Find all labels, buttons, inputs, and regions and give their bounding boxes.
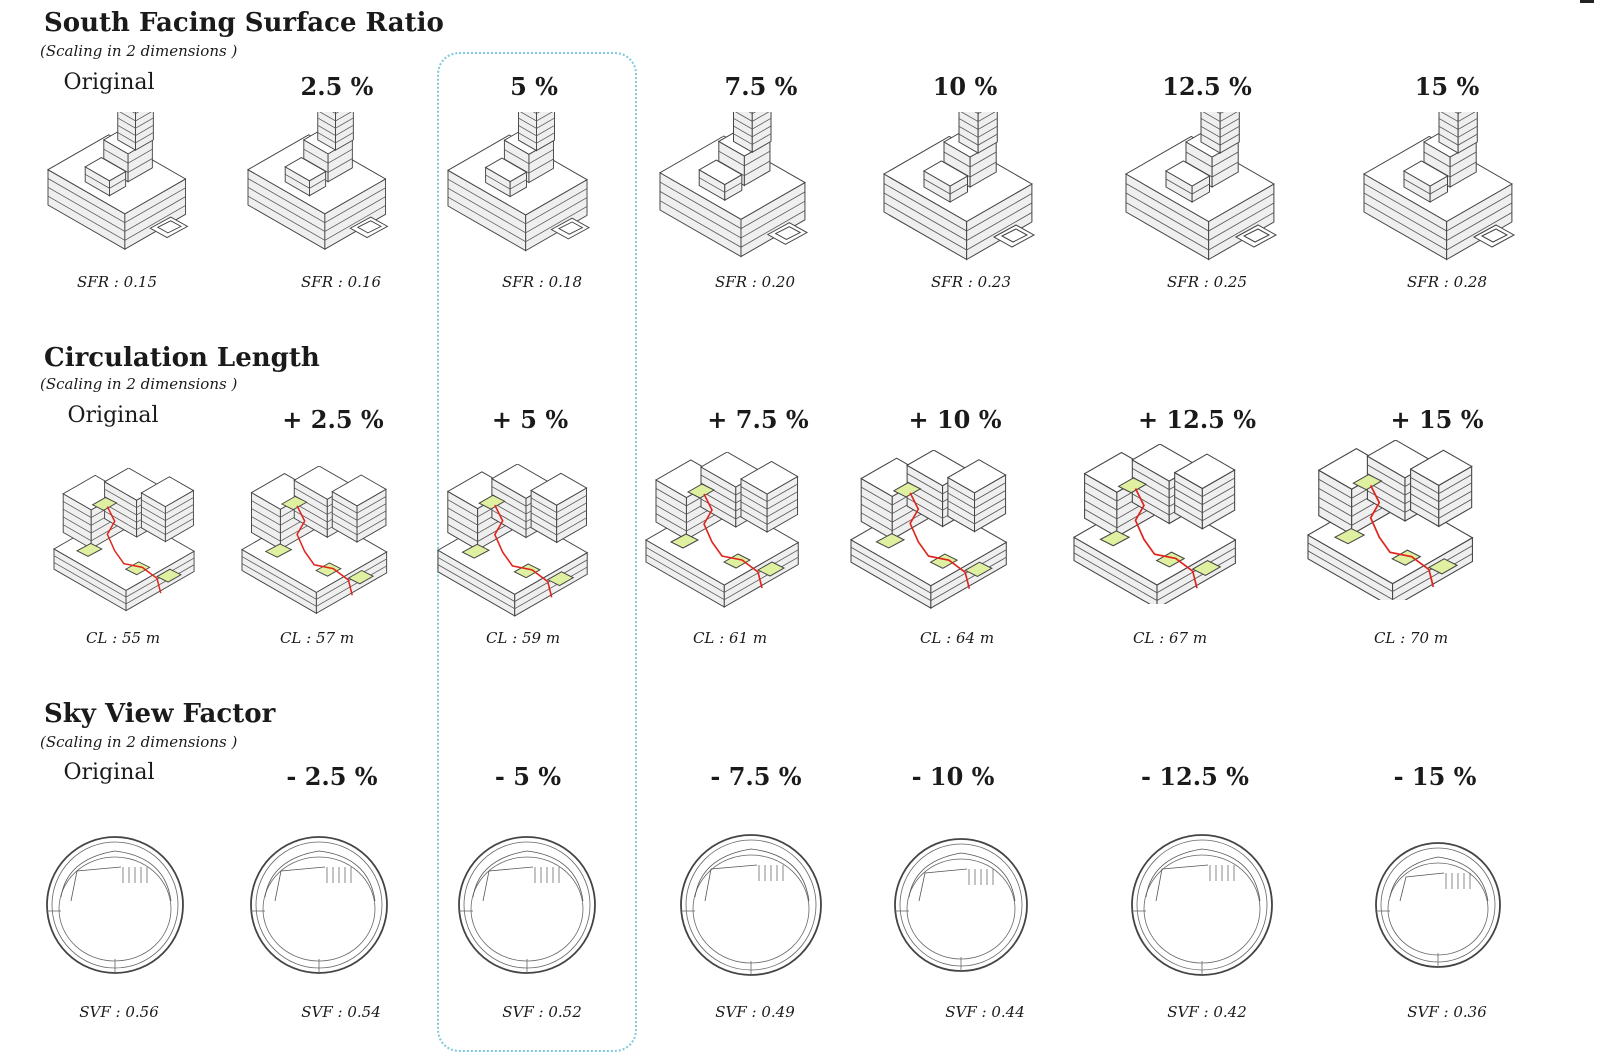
metric-value: SVF : 0.54 xyxy=(301,1003,381,1021)
metric-value: SFR : 0.20 xyxy=(715,273,795,291)
section-title: Circulation Length xyxy=(44,343,320,373)
sfr-massing-figure xyxy=(659,112,809,258)
cl-massing-figure xyxy=(1072,444,1237,604)
svf-fisheye-figure xyxy=(1131,834,1273,976)
cl-massing-figure xyxy=(53,468,195,612)
metric-value: CL : 64 m xyxy=(919,629,995,647)
sfr-massing-figure xyxy=(1362,112,1516,261)
metric-value: SVF : 0.42 xyxy=(1167,1003,1247,1021)
section-sfr: South Facing Surface Ratio (Scaling in 2… xyxy=(0,0,1600,320)
metric-value: CL : 57 m xyxy=(279,629,355,647)
svf-fisheye-figure xyxy=(250,836,388,974)
cl-massing-figure xyxy=(644,452,800,608)
metric-value: SFR : 0.16 xyxy=(301,273,381,291)
cl-massing-figure xyxy=(1306,440,1474,600)
metric-value: CL : 55 m xyxy=(85,629,161,647)
metric-value: SVF : 0.49 xyxy=(715,1003,795,1021)
metric-value: CL : 70 m xyxy=(1373,629,1449,647)
column-label: 5 % xyxy=(510,72,558,101)
svf-fisheye-figure xyxy=(894,838,1028,972)
cl-massing-figure xyxy=(849,450,1008,609)
column-label: + 5 % xyxy=(491,405,569,434)
column-label: - 2.5 % xyxy=(286,762,378,791)
column-label: + 15 % xyxy=(1390,405,1484,434)
metric-value: SFR : 0.28 xyxy=(1407,273,1487,291)
metric-value: CL : 67 m xyxy=(1132,629,1208,647)
metric-value: SFR : 0.25 xyxy=(1167,273,1247,291)
corner-mark xyxy=(1580,0,1594,3)
column-label: 10 % xyxy=(932,72,998,101)
column-label: - 12.5 % xyxy=(1141,762,1249,791)
cl-massing-figure xyxy=(241,466,388,615)
svf-fisheye-figure xyxy=(1375,842,1501,968)
column-label: - 7.5 % xyxy=(710,762,802,791)
sfr-massing-figure xyxy=(447,112,590,252)
section-subtitle: (Scaling in 2 dimensions ) xyxy=(40,733,238,751)
column-label: 12.5 % xyxy=(1162,72,1252,101)
metric-value: CL : 59 m xyxy=(485,629,561,647)
metric-value: SVF : 0.52 xyxy=(502,1003,582,1021)
svf-fisheye-figure xyxy=(458,836,596,974)
metric-value: SVF : 0.36 xyxy=(1407,1003,1487,1021)
column-label: 7.5 % xyxy=(724,72,798,101)
column-label: + 10 % xyxy=(908,405,1002,434)
column-label: - 15 % xyxy=(1393,762,1477,791)
column-label: 15 % xyxy=(1414,72,1480,101)
column-label: Original xyxy=(67,403,159,428)
section-title: Sky View Factor xyxy=(44,699,276,729)
section-subtitle: (Scaling in 2 dimensions ) xyxy=(40,42,238,60)
column-label: - 5 % xyxy=(494,762,562,791)
sfr-massing-figure xyxy=(882,112,1036,261)
cl-massing-figure xyxy=(437,464,589,617)
column-label: Original xyxy=(63,70,155,95)
column-label: + 12.5 % xyxy=(1137,405,1257,434)
section-title: South Facing Surface Ratio xyxy=(44,8,444,38)
metric-value: SVF : 0.56 xyxy=(79,1003,159,1021)
sfr-massing-figure xyxy=(47,112,189,250)
svf-fisheye-figure xyxy=(46,836,184,974)
sfr-massing-figure xyxy=(1124,112,1278,261)
metric-value: CL : 61 m xyxy=(692,629,768,647)
sfr-massing-figure xyxy=(247,112,389,250)
column-label: - 10 % xyxy=(911,762,995,791)
metric-value: SVF : 0.44 xyxy=(945,1003,1025,1021)
metric-value: SFR : 0.15 xyxy=(77,273,157,291)
column-label: + 7.5 % xyxy=(707,405,809,434)
column-label: 2.5 % xyxy=(300,72,374,101)
metric-value: SFR : 0.23 xyxy=(931,273,1011,291)
metric-value: SFR : 0.18 xyxy=(502,273,582,291)
column-label: + 2.5 % xyxy=(282,405,384,434)
column-label: Original xyxy=(63,760,155,785)
svf-fisheye-figure xyxy=(680,834,822,976)
section-subtitle: (Scaling in 2 dimensions ) xyxy=(40,375,238,393)
